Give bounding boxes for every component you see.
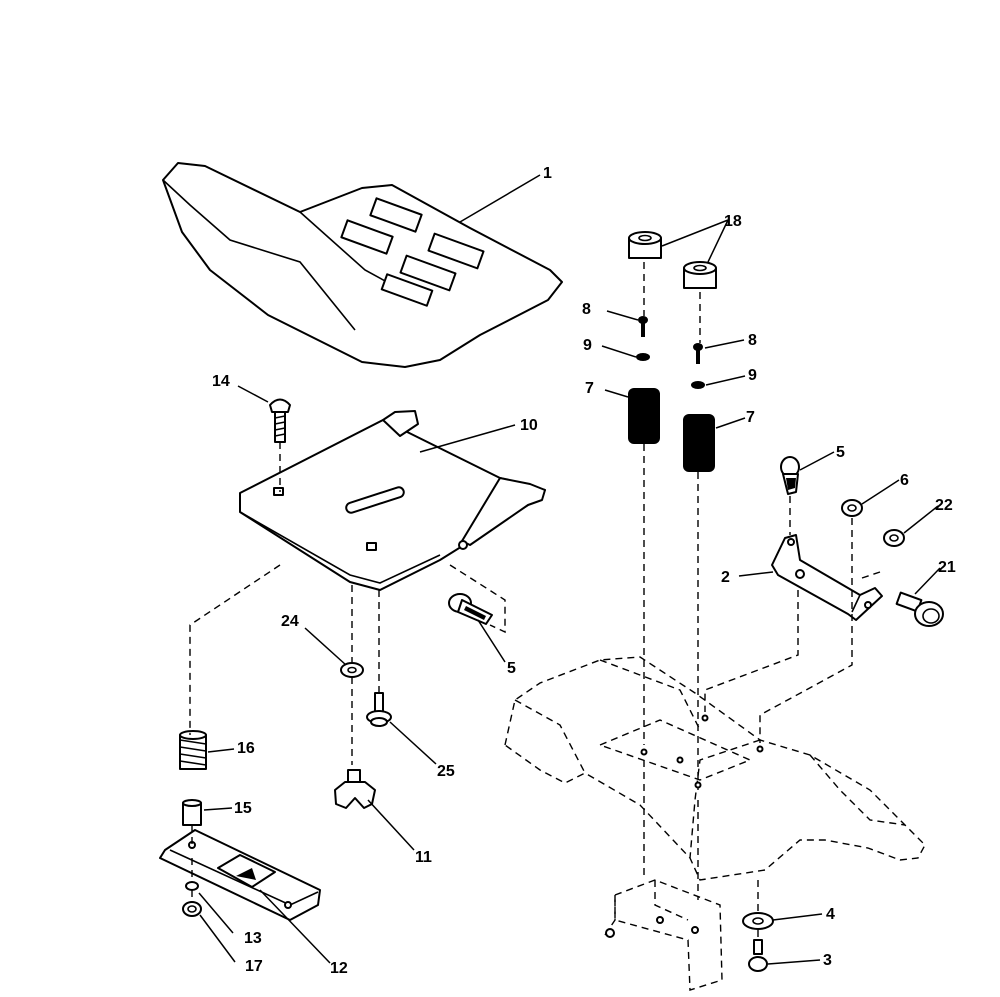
fender-outline <box>504 656 926 881</box>
callout-22: 22 <box>935 497 953 514</box>
washer <box>742 912 774 930</box>
callout-5-left: 5 <box>507 660 516 677</box>
bolt <box>748 939 768 972</box>
callout-10: 10 <box>520 417 538 434</box>
assembly-lines <box>189 262 881 940</box>
callout-2: 2 <box>721 569 730 586</box>
spring <box>179 730 207 770</box>
callout-14: 14 <box>212 373 230 390</box>
callout-4: 4 <box>826 906 835 923</box>
callout-3: 3 <box>823 952 832 969</box>
washer <box>185 881 199 891</box>
bumper <box>628 231 662 259</box>
callout-9-right: 9 <box>748 367 757 384</box>
lock-washer <box>691 381 705 389</box>
callout-16: 16 <box>237 740 255 757</box>
callout-12: 12 <box>330 960 348 977</box>
seat-bracket <box>771 534 883 621</box>
mounting-holes <box>640 714 764 789</box>
spacer <box>182 799 202 826</box>
callout-25: 25 <box>437 763 455 780</box>
seat <box>162 162 563 368</box>
carriage-bolt <box>269 398 291 443</box>
callout-15: 15 <box>234 800 252 817</box>
nut <box>883 529 905 547</box>
nut <box>841 499 863 517</box>
callout-5-right: 5 <box>836 444 845 461</box>
frame-bracket <box>604 879 723 991</box>
seat-pan <box>239 410 546 591</box>
callout-1: 1 <box>543 165 552 182</box>
callout-11: 11 <box>415 849 432 866</box>
slide-rail <box>159 829 321 921</box>
washer <box>340 662 364 678</box>
bumper <box>683 261 717 289</box>
pivot-clip <box>780 456 800 495</box>
callout-9-left: 9 <box>583 337 592 354</box>
knob <box>334 769 376 809</box>
callout-7-left: 7 <box>585 380 594 397</box>
callout-17: 17 <box>245 958 263 975</box>
adjust-knob <box>895 591 944 627</box>
bolt <box>366 692 392 727</box>
lock-washer <box>636 353 650 361</box>
callout-7-right: 7 <box>746 409 755 426</box>
callout-labels: 1 2 3 4 5 5 6 7 7 8 8 9 9 10 11 12 13 14… <box>212 165 956 977</box>
callout-6: 6 <box>900 472 909 489</box>
screw <box>638 316 648 337</box>
callout-8-right: 8 <box>748 332 757 349</box>
nut <box>182 901 202 917</box>
callout-24: 24 <box>281 613 299 630</box>
coil-spring <box>628 388 660 444</box>
callout-21: 21 <box>938 559 956 576</box>
callout-13: 13 <box>244 930 262 947</box>
callout-18: 18 <box>724 213 742 230</box>
callout-8-left: 8 <box>582 301 591 318</box>
coil-spring <box>683 414 715 472</box>
pivot-clip <box>448 593 493 625</box>
screw <box>693 343 703 364</box>
leader-lines <box>198 174 941 965</box>
